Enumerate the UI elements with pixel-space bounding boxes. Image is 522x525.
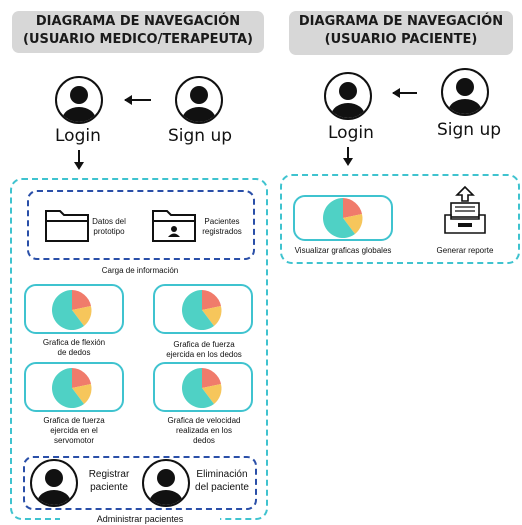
folder-pacientes-line2: registrados [202,227,242,236]
right-title-line1: DIAGRAMA DE NAVEGACIÓN [298,14,504,29]
left-diagram-title: DIAGRAMA DE NAVEGACIÓN (USUARIO MEDICO/T… [12,11,264,53]
registrar-line1: Registrar [88,469,130,480]
chart-velocidad-label: Grafica de velocidad realizada en los de… [148,416,260,446]
carga-informacion-label: Carga de información [101,266,179,275]
paciente-navigation-panel [280,174,520,264]
right-login-label[interactable]: Login [328,123,374,143]
eliminar-line2: del paciente [195,482,249,493]
chart-flexion-label: Grafica de flexión de dedos [24,338,124,358]
pie-chart-icon [323,198,363,238]
right-signup-label[interactable]: Sign up [437,120,502,140]
left-login-down-arrow [74,150,84,170]
administrar-pacientes-label: Administrar pacientes [60,514,220,524]
pie-chart-icon [182,290,222,330]
pie-chart-icon [51,368,92,408]
chart-fuerza-dedos-line1: Grafica de fuerza [173,340,235,349]
right-login-avatar-icon [324,72,372,120]
folder-pacientes-label[interactable]: Pacientes registrados [194,217,250,237]
administrar-pacientes-group [23,456,257,510]
right-login-down-arrow [343,147,353,166]
pie-chart-icon [182,368,222,408]
left-signup-to-login-arrow [124,95,151,105]
chart-fuerza-servo-line3: servomotor [53,436,94,445]
right-signup-avatar-icon [441,68,489,116]
chart-velocidad-line1: Grafica de velocidad [167,416,241,425]
registrar-paciente-label[interactable]: Registrar paciente [84,468,134,494]
left-signup-label[interactable]: Sign up [168,126,233,146]
chart-fuerza-servo-line1: Grafica de fuerza [43,416,105,425]
eliminar-paciente-label[interactable]: Eliminación del paciente [190,468,254,494]
visualizar-graficas-label: Visualizar graficas globales [294,246,392,255]
right-diagram-title: DIAGRAMA DE NAVEGACIÓN (USUARIO PACIENTE… [289,11,513,55]
left-login-label[interactable]: Login [55,126,101,146]
registrar-line2: paciente [90,482,128,493]
pie-chart-icon [51,290,92,330]
report-tray-icon[interactable] [442,185,488,237]
eliminar-paciente-avatar-icon [142,459,190,507]
folder-datos-line2: prototipo [93,227,125,236]
registrar-paciente-avatar-icon [30,459,78,507]
eliminar-line1: Eliminación [196,469,248,480]
chart-fuerza-dedos-label: Grafica de fuerza ejercida en los dedos [148,340,260,360]
right-signup-to-login-arrow [392,88,417,98]
left-login-avatar-icon [55,76,103,124]
chart-velocidad-line3: dedos [193,436,215,445]
carga-informacion-group [27,190,255,260]
left-title-line2: (USUARIO MEDICO/TERAPEUTA) [23,32,253,47]
folder-datos-label[interactable]: Datos del prototipo [84,217,134,237]
chart-flexion-line2: de dedos [57,348,91,357]
left-title-line1: DIAGRAMA DE NAVEGACIÓN [35,14,241,29]
folder-datos-line1: Datos del [92,217,126,226]
generar-reporte-label: Generar reporte [436,246,494,255]
chart-flexion-line1: Grafica de flexión [42,338,106,347]
left-signup-avatar-icon [175,76,223,124]
chart-velocidad-line2: realizada en los [175,426,233,435]
right-title-line2: (USUARIO PACIENTE) [324,32,478,47]
folder-pacientes-line1: Pacientes [204,217,240,226]
chart-fuerza-servo-label: Grafica de fuerza ejercida en el servomo… [24,416,124,446]
folder-icon [45,210,89,242]
chart-fuerza-dedos-line2: ejercida en los dedos [166,350,242,359]
patients-folder-icon [152,210,196,242]
chart-fuerza-servo-line2: ejercida en el [50,426,98,435]
